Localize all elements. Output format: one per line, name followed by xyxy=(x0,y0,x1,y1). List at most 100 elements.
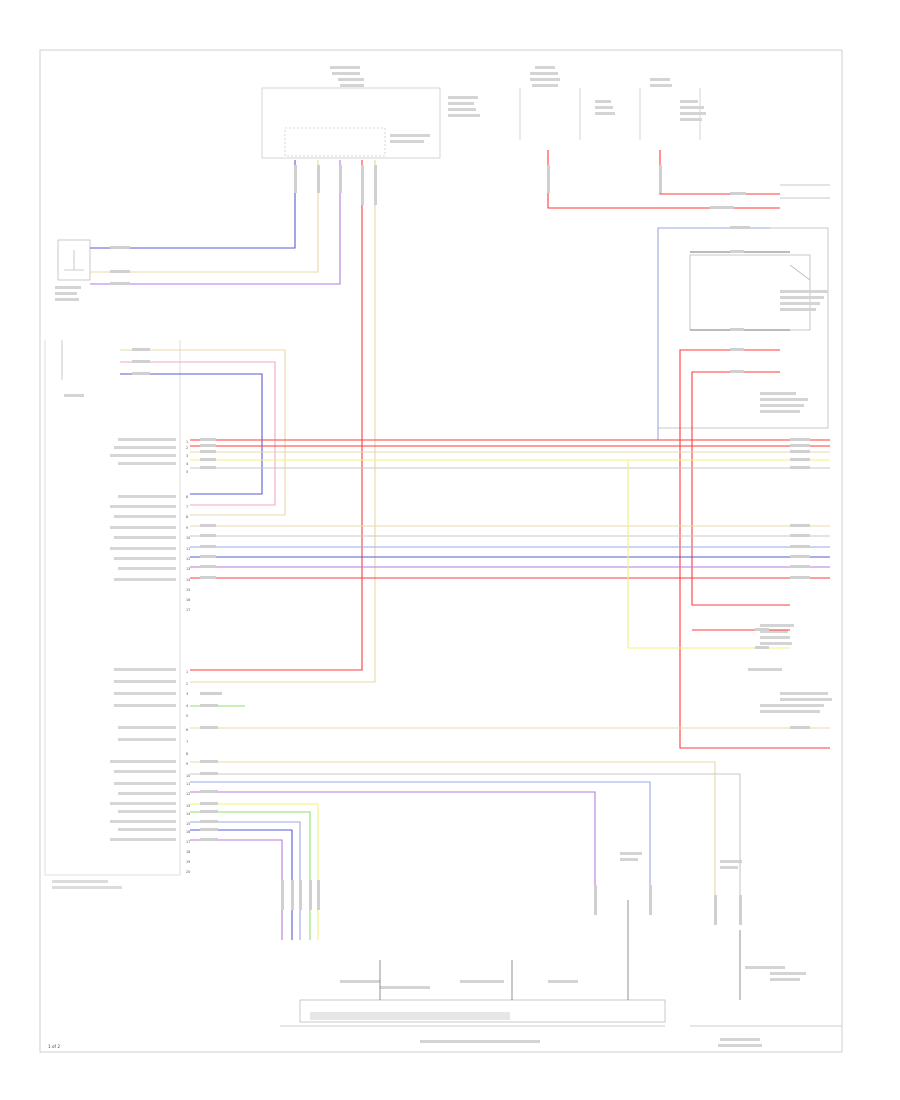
wire-tag-red xyxy=(659,165,662,193)
module-signal-label xyxy=(118,462,176,465)
module-pin-number: 12 xyxy=(186,792,190,796)
right-relay-labels xyxy=(760,290,828,413)
wire-color-tag xyxy=(790,726,810,729)
module-pin-number: 17 xyxy=(186,840,190,844)
module-pin-number: 13 xyxy=(186,804,190,808)
module-pin-number: 18 xyxy=(186,850,190,854)
wire-ant-tan xyxy=(120,349,286,516)
wire-color-tag xyxy=(710,206,734,209)
wire-color-tag xyxy=(790,466,810,469)
wire-color-tag xyxy=(200,466,216,469)
wire-color-tag xyxy=(132,348,150,351)
module-pin-number: 20 xyxy=(186,870,190,874)
module-pin-number: 3 xyxy=(186,454,188,458)
module-signal-label xyxy=(110,505,176,508)
wire-color-tag xyxy=(200,760,218,763)
wire-color-tag xyxy=(730,370,744,373)
wire-color-tag xyxy=(790,545,810,548)
wire-color-tag xyxy=(200,704,218,707)
module-signal-label xyxy=(118,810,176,813)
module-signal-label xyxy=(114,557,176,560)
module-signal-label xyxy=(114,515,176,518)
wire-b2-purple2 xyxy=(190,839,283,940)
sensor-top-left xyxy=(57,239,91,281)
wire-color-tag-vertical xyxy=(281,880,284,910)
wire-tags xyxy=(110,165,810,925)
module-signal-label xyxy=(114,536,176,539)
wire-color-tag xyxy=(200,820,218,823)
wire-color-tag xyxy=(200,838,218,841)
module-pin-number: 16 xyxy=(186,598,190,602)
module-pin-number: 16 xyxy=(186,830,190,834)
wire-tag-tan xyxy=(374,165,377,205)
wire-color-tag xyxy=(790,438,810,441)
wire-color-tag xyxy=(200,534,216,537)
module-pin-number: 15 xyxy=(186,588,190,592)
wire-color-tag xyxy=(200,438,216,441)
wire-color-tag xyxy=(790,534,810,537)
module-signal-label xyxy=(118,438,176,441)
module-signal-label xyxy=(114,692,176,695)
module-signal-label xyxy=(118,567,176,570)
wire-color-tag xyxy=(790,458,810,461)
module-pin-number: 8 xyxy=(186,515,188,519)
bottom-labels xyxy=(340,852,806,1047)
wire-color-tag xyxy=(730,192,746,195)
wire-color-tag-vertical xyxy=(649,885,652,915)
module-pin-number: 19 xyxy=(186,860,190,864)
wire-color-tag xyxy=(790,555,810,558)
module-signal-label xyxy=(114,446,176,449)
wire-color-tag xyxy=(200,790,218,793)
module-pin-number: 11 xyxy=(186,547,190,551)
module-signal-label xyxy=(110,838,176,841)
wire-color-tag xyxy=(110,282,130,285)
wire-color-tag xyxy=(200,565,216,568)
module-pin-number: 3 xyxy=(186,692,188,696)
module-pin-number: 8 xyxy=(186,752,188,756)
wire-b2-yellow xyxy=(190,803,319,940)
wire-ant-pink xyxy=(120,361,276,506)
wire-b2-grey xyxy=(190,773,741,900)
wire-color-tag xyxy=(790,576,810,579)
wire-b2-tan-down xyxy=(190,761,716,900)
wire-color-tag xyxy=(110,246,130,249)
module-signal-label xyxy=(110,820,176,823)
module-pin-number: 17 xyxy=(186,608,190,612)
module-pin-number: 6 xyxy=(186,495,188,499)
antenna-label xyxy=(64,394,84,397)
wire-b2-blue2 xyxy=(190,829,293,940)
wire-color-tag xyxy=(132,360,150,363)
wire-color-tag-vertical xyxy=(299,880,302,910)
module-signal-label xyxy=(114,704,176,707)
module-pin-number: 6 xyxy=(186,728,188,732)
right-switch-component xyxy=(748,624,832,713)
module-signal-label xyxy=(110,802,176,805)
wire-yellow-drop xyxy=(627,460,790,649)
top-right-fuse-labels xyxy=(530,66,706,121)
module-signal-label xyxy=(114,668,176,671)
wire-top-red-long xyxy=(190,160,363,671)
wire-color-tag-vertical xyxy=(739,895,742,925)
wire-color-tag-vertical xyxy=(594,885,597,915)
wire-top-tan-long xyxy=(190,160,376,683)
wire-color-tag xyxy=(200,692,222,695)
module-pin-number: 9 xyxy=(186,762,188,766)
wire-color-tag xyxy=(110,270,130,273)
module-pin-number: 1 xyxy=(186,670,188,674)
wire-color-tag xyxy=(730,226,750,229)
wire-color-tag xyxy=(200,555,216,558)
module-pin-number: 5 xyxy=(186,714,188,718)
module-signal-label xyxy=(110,526,176,529)
module-pin-number: 15 xyxy=(186,822,190,826)
module-pin-number: 5 xyxy=(186,470,188,474)
module-pin-number: 11 xyxy=(186,782,190,786)
module-signal-label xyxy=(110,454,176,457)
wire-tag-purple xyxy=(339,165,342,193)
wire-top-blue xyxy=(90,160,296,249)
wire-color-tag xyxy=(200,810,218,813)
wire-color-tag xyxy=(790,444,810,447)
wire-color-tag xyxy=(132,372,150,375)
wire-color-tag xyxy=(730,348,744,351)
